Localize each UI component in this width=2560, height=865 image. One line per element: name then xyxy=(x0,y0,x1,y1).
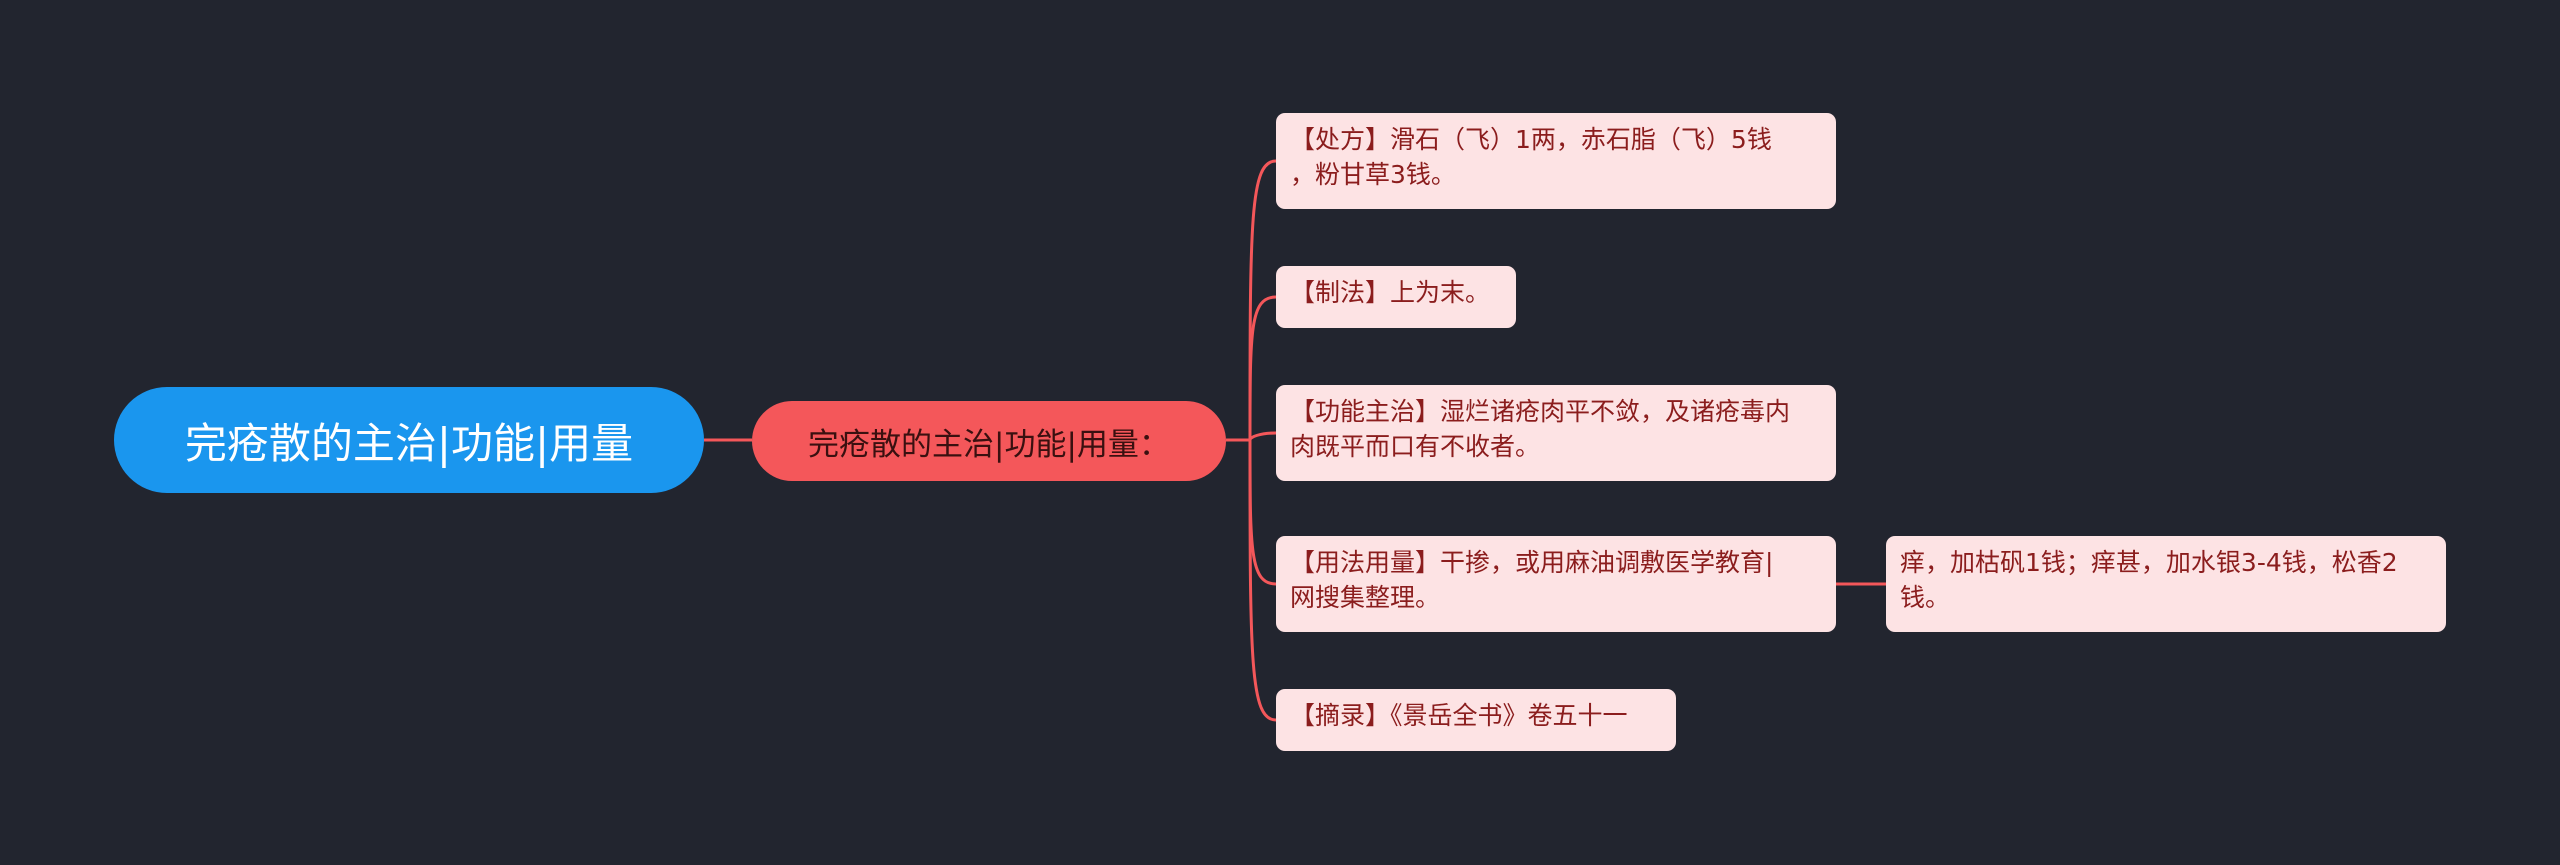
connector-to-leaf-3 xyxy=(1248,439,1277,586)
branch-topic-label: 完疮散的主治|功能|用量： xyxy=(808,426,1170,463)
leaf-line: 【功能主治】湿烂诸疮肉平不敛，及诸疮毒内 xyxy=(1290,397,1791,426)
connector-to-leaf-4 xyxy=(1248,439,1277,722)
leaf-line: 【处方】滑石（飞）1两，赤石脂（飞）5钱 xyxy=(1290,125,1772,154)
leaf-line: 网搜集整理。 xyxy=(1290,583,1441,612)
connector-to-leaf-1 xyxy=(1248,295,1277,441)
root-topic[interactable]: 完疮散的主治|功能|用量 xyxy=(114,387,704,493)
leaf-topic-usage[interactable]: 【用法用量】干掺，或用麻油调敷医学教育| 网搜集整理。 xyxy=(1276,536,1836,632)
root-topic-label: 完疮散的主治|功能|用量 xyxy=(184,418,634,468)
leaf-topic-prescription[interactable]: 【处方】滑石（飞）1两，赤石脂（飞）5钱 ，粉甘草3钱。 xyxy=(1276,113,1836,209)
leaf-line: ，粉甘草3钱。 xyxy=(1290,160,1456,189)
leaf-line: 痒，加枯矾1钱；痒甚，加水银3-4钱，松香2 xyxy=(1900,548,2398,577)
sub-topic-usage-note[interactable]: 痒，加枯矾1钱；痒甚，加水银3-4钱，松香2 钱。 xyxy=(1886,536,2446,632)
leaf-topic-source[interactable]: 【摘录】《景岳全书》卷五十一 xyxy=(1276,689,1676,751)
connector-to-leaf-2 xyxy=(1248,431,1277,441)
leaf-topic-indications[interactable]: 【功能主治】湿烂诸疮肉平不敛，及诸疮毒内 肉既平而口有不收者。 xyxy=(1276,385,1836,481)
leaf-topic-preparation[interactable]: 【制法】上为末。 xyxy=(1276,266,1516,328)
leaf-line: 肉既平而口有不收者。 xyxy=(1290,432,1541,461)
leaf-line: 【制法】上为末。 xyxy=(1290,278,1491,307)
leaf-line: 钱。 xyxy=(1900,583,1951,612)
branch-topic[interactable]: 完疮散的主治|功能|用量： xyxy=(752,401,1226,481)
leaf-line: 【用法用量】干掺，或用麻油调敷医学教育| xyxy=(1290,548,1774,577)
leaf-line: 【摘录】《景岳全书》卷五十一 xyxy=(1290,701,1628,730)
